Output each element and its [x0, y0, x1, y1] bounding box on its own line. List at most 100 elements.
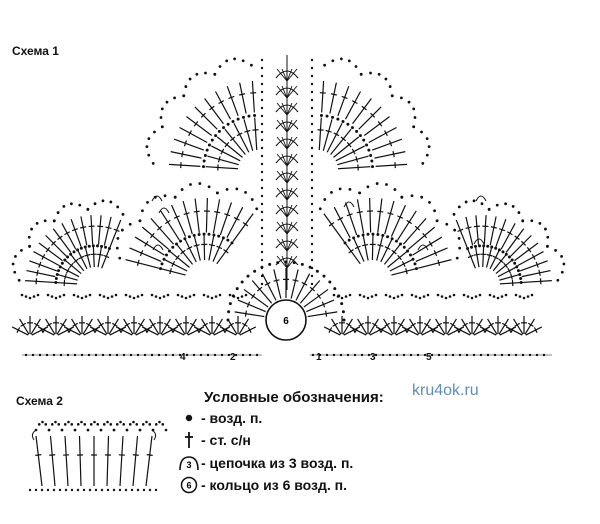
chain-dot: [507, 255, 511, 259]
chain-dot: [331, 59, 335, 63]
chain-dot: [310, 98, 314, 102]
stitch-mark: [356, 199, 365, 234]
stitch-mark: [169, 251, 190, 268]
chain-dot: [310, 266, 314, 270]
stitch-cross: [473, 225, 480, 228]
chain-dot: [140, 293, 144, 297]
stitch-cross: [198, 327, 203, 333]
stitch-mark: [374, 151, 406, 159]
stitch-cross: [498, 258, 504, 264]
stitch-mark: [318, 117, 322, 151]
stitch-mark: [150, 217, 175, 245]
stitch-mark: [168, 163, 201, 167]
chain-dot: [310, 138, 314, 142]
chain-dot: [488, 293, 492, 297]
stitch-mark: [500, 223, 516, 250]
chain-dot: [217, 234, 221, 238]
chain-dot: [158, 296, 162, 300]
stitch-mark: [323, 213, 345, 242]
chain-dot: [166, 293, 170, 297]
stitch-mark: [390, 204, 407, 237]
chain-3-marker: [151, 195, 163, 202]
chain-dot: [197, 232, 201, 236]
chain-dot: [310, 122, 314, 126]
row-number-1: 1: [316, 352, 322, 363]
chain-dot: [159, 267, 163, 271]
chain-dot: [260, 146, 264, 150]
chain-dot: [141, 423, 145, 426]
chain-dot: [310, 282, 314, 286]
chain-dot: [260, 242, 264, 246]
stitch-cross: [176, 322, 182, 327]
stitch-cross: [224, 213, 231, 217]
chain-dot: [402, 245, 406, 249]
chain-dot: [235, 287, 239, 291]
chain-dot: [150, 293, 154, 297]
stitch-mark: [179, 126, 208, 144]
chain-dot: [370, 295, 374, 298]
chain-dot: [452, 212, 456, 216]
chain-dot: [116, 205, 120, 209]
chain-dot: [202, 232, 206, 236]
chain-dot: [457, 236, 461, 240]
stitch-mark: [49, 435, 56, 487]
stitch-mark: [134, 236, 165, 256]
chain-dot: [180, 295, 184, 298]
chain-dot: [365, 143, 369, 147]
chain-dot: [128, 222, 132, 226]
stitch-cross: [164, 322, 170, 327]
chain-dot: [340, 302, 344, 306]
chain-dot: [162, 257, 166, 261]
chain-dot: [132, 296, 136, 300]
stitch-mark: [485, 247, 493, 268]
stitch-cross: [124, 322, 130, 327]
stitch-mark: [409, 318, 420, 335]
stitch-mark: [33, 251, 60, 267]
stitch-mark: [132, 435, 139, 487]
chain-dot: [79, 246, 83, 250]
chain-dot: [228, 302, 232, 306]
stitch-mark: [513, 318, 524, 335]
stitch-cross: [49, 454, 56, 456]
chain-dot: [64, 488, 68, 492]
stitch-mark: [239, 82, 247, 114]
chain-dot: [93, 202, 97, 206]
watermark-link[interactable]: kru4ok.ru: [412, 382, 479, 399]
chain-dot: [204, 71, 207, 75]
chain-dot: [362, 295, 366, 298]
stitch-cross: [405, 268, 408, 275]
stitch-cross: [273, 279, 280, 282]
chain-dot: [497, 248, 501, 252]
stitch-cross: [337, 216, 344, 221]
chain-dot: [310, 210, 314, 214]
chain-dot: [228, 293, 232, 297]
chain-dot: [393, 188, 397, 191]
chain-dot: [231, 294, 235, 298]
chain-dot: [453, 228, 457, 232]
chain-dot: [161, 423, 165, 426]
chain-dot: [153, 130, 156, 134]
chain-dot: [107, 247, 111, 251]
chain-dot: [202, 159, 206, 163]
spine-stitch: [286, 136, 298, 150]
stitch-cross: [351, 100, 358, 105]
stitch-cross: [535, 261, 539, 268]
stitch-cross: [301, 281, 308, 286]
chain-dot: [132, 420, 135, 424]
spine-stitch: [281, 221, 288, 235]
stitch-cross: [188, 130, 193, 137]
chain-dot: [310, 170, 314, 174]
spine-stitch: [286, 153, 293, 167]
stitch-cross: [224, 141, 230, 148]
chain-dot: [151, 162, 155, 165]
chain-dot: [406, 249, 410, 253]
chain-dot: [230, 241, 234, 245]
stitch-mark: [56, 281, 78, 285]
stitch-mark: [216, 243, 232, 265]
chain-dot: [348, 187, 352, 191]
stitch-cross: [139, 250, 144, 257]
chain-dot: [116, 236, 120, 240]
chain-dot: [89, 423, 93, 426]
stitch-mark: [227, 318, 238, 335]
